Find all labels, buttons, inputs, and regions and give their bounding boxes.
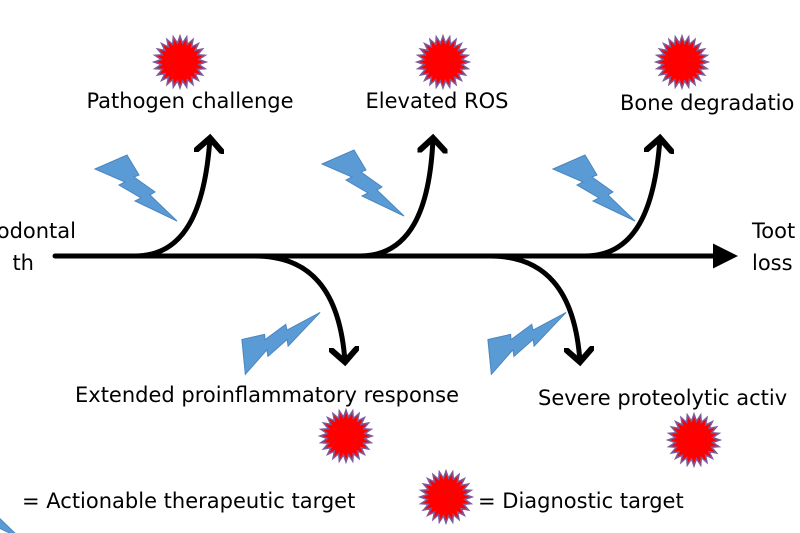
end-label-line2: loss — [752, 251, 793, 275]
diagnostic-star-icon — [414, 33, 472, 91]
legend-diagnostic-label: = Diagnostic target — [478, 489, 684, 513]
legend-therapeutic-label: = Actionable therapeutic target — [22, 489, 355, 513]
lightning-bolt-icon — [477, 291, 567, 391]
lightning-bolt-icon — [231, 291, 321, 391]
cause-label-bone: Bone degradatio — [620, 91, 794, 115]
branch-arrow-bone — [582, 138, 660, 259]
cause-label-ros: Elevated ROS — [366, 89, 509, 113]
end-label-line1: Toot — [751, 219, 795, 243]
branch-arrow-pathogen — [132, 138, 210, 259]
diagnostic-star-icon — [665, 411, 723, 469]
cause-label-proinflammatory: Extended proinflammatory response — [75, 383, 459, 407]
diagnostic-star-icon — [151, 33, 209, 91]
lightning-bolt-icon — [321, 149, 405, 217]
lightning-bolt-icon — [552, 154, 636, 222]
branch-arrow-proinflammatory — [252, 253, 345, 362]
cause-label-proteolytic: Severe proteolytic activ — [538, 386, 787, 410]
branch-arrow-proteolytic — [487, 253, 580, 362]
diagnostic-star-icon — [653, 33, 711, 91]
branch-arrow-ros — [357, 138, 433, 259]
diagnostic-star-icon — [317, 407, 375, 465]
legend-diagnostic-star-icon — [417, 468, 475, 526]
start-label-line2: th — [12, 251, 34, 275]
lightning-bolt-icon — [94, 154, 178, 222]
start-label-line1: odontal — [0, 219, 76, 243]
cause-label-pathogen: Pathogen challenge — [86, 89, 293, 113]
legend-lightning-bolt-icon — [0, 471, 21, 533]
